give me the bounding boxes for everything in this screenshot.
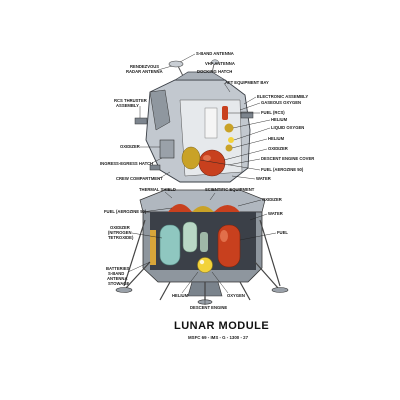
label-water-ascent: WATER <box>256 176 271 181</box>
label-s-band-antenna: S-BAND ANTENNA <box>196 51 234 56</box>
label-batteries: BATTERIES S-BAND ANTENNA STOWAGE <box>106 266 131 286</box>
label-descent-engine-cover: DESCENT ENGINE COVER <box>261 156 314 161</box>
label-scientific-equipment: SCIENTIFIC EQUIPMENT <box>205 187 255 192</box>
label-gaseous-oxygen: GASEOUS OXYGEN <box>261 100 301 105</box>
ascent-stage <box>134 59 254 183</box>
page-title: LUNAR MODULE <box>174 320 269 332</box>
label-fuel-descent: FUEL <box>277 230 288 235</box>
label-electronic-assembly: ELECTRONIC ASSEMBLY <box>257 94 308 99</box>
label-fuel-aerozine-ascent: FUEL (AEROZINE 50) <box>261 167 304 172</box>
label-vhf-antenna: VHF ANTENNA <box>205 61 235 66</box>
descent-labels: THERMAL SHIELD SCIENTIFIC EQUIPMENT OXID… <box>104 187 288 310</box>
label-helium-2: HELIUM <box>268 136 285 141</box>
label-helium-descent: HELIUM <box>172 293 189 298</box>
label-oxidizer-2: OXIDIZER <box>268 146 288 151</box>
label-fuel-aerozine-descent: FUEL (AEROZINE 50) <box>104 209 147 214</box>
label-thermal-shield: THERMAL SHIELD <box>139 187 176 192</box>
label-helium-1: HELIUM <box>271 117 288 122</box>
label-descent-engine: DESCENT ENGINE <box>190 305 227 310</box>
label-oxidizer-1: OXIDIZER <box>120 144 140 149</box>
label-water-descent: WATER <box>268 211 283 216</box>
label-fuel-rcs: FUEL (RCS) <box>261 110 285 115</box>
label-oxidizer-nitrogen: OXIDIZER (NITROGEN TETROXIDE) <box>108 225 134 240</box>
label-oxidizer-descent: OXIDIZER <box>262 197 282 202</box>
descent-stage <box>139 189 266 297</box>
label-ingress-hatch: INGRESS-EGRESS HATCH <box>100 161 153 166</box>
label-oxygen-descent: OXYGEN <box>227 293 245 298</box>
landing-legs <box>123 219 281 301</box>
label-aft-equipment-bay: AFT EQUIPMENT BAY <box>225 80 269 85</box>
label-docking-hatch: DOCKING HATCH <box>197 69 232 74</box>
page-subtitle: MSFC 69 - IMS - G - 1300 - 27 <box>188 335 249 340</box>
label-crew-compartment: CREW COMPARTMENT <box>116 176 163 181</box>
label-liquid-oxygen: LIQUID OXYGEN <box>271 125 304 130</box>
